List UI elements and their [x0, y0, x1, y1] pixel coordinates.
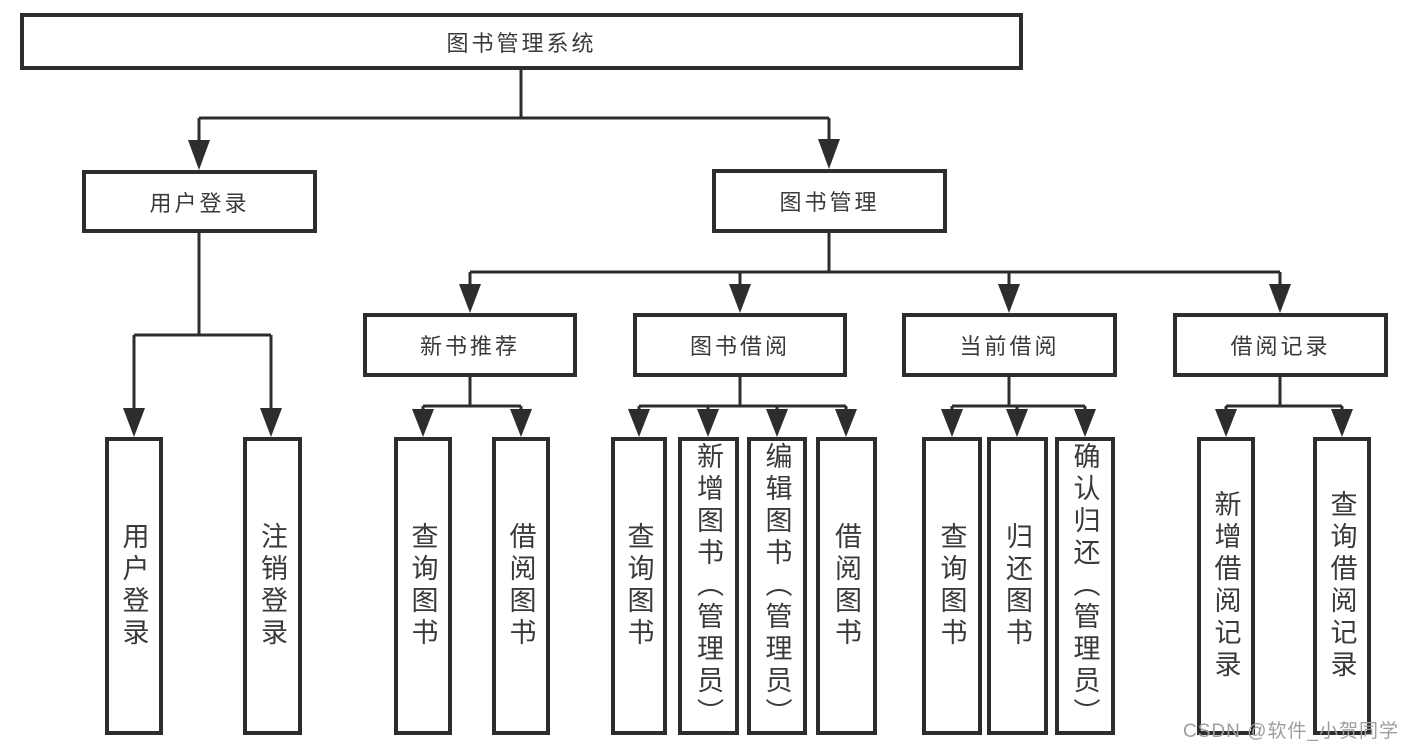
arrowhead — [1269, 284, 1291, 313]
node-user-login: 用户登录 — [82, 170, 317, 233]
edge-borrowrecord-to-children — [1224, 377, 1344, 412]
edge-bookborrow-to-children — [637, 377, 848, 412]
arrowhead — [459, 284, 481, 313]
edge-bookmgmt-to-level2 — [468, 233, 1282, 287]
arrowhead — [1006, 409, 1028, 437]
arrowhead — [1215, 409, 1237, 437]
node-leaf-borrow-book-2: 借阅图书 — [816, 437, 877, 735]
node-leaf-confirm-return-admin: 确认归还（管理员） — [1055, 437, 1115, 735]
node-leaf-query-borrow-record: 查询借阅记录 — [1313, 437, 1371, 735]
node-leaf-return-book: 归还图书 — [987, 437, 1048, 735]
arrowhead — [628, 409, 650, 437]
node-leaf-borrow-book-1: 借阅图书 — [492, 437, 550, 735]
node-new-book-recommend: 新书推荐 — [363, 313, 577, 377]
arrowhead — [510, 409, 532, 437]
node-leaf-query-book-2: 查询图书 — [611, 437, 667, 735]
node-leaf-add-book-admin: 新增图书（管理员） — [678, 437, 739, 735]
arrowhead — [188, 140, 210, 170]
edge-userlogin-to-children — [132, 233, 273, 412]
arrowhead — [123, 408, 145, 437]
node-leaf-query-book-1: 查询图书 — [394, 437, 452, 735]
arrowhead — [998, 284, 1020, 313]
node-leaf-user-login: 用户登录 — [105, 437, 163, 735]
arrowhead — [766, 409, 788, 437]
arrowhead — [835, 409, 857, 437]
arrowhead — [729, 284, 751, 313]
node-book-borrow: 图书借阅 — [633, 313, 847, 377]
arrowhead — [260, 408, 282, 437]
edge-currentborrow-to-children — [950, 377, 1087, 412]
arrowhead — [941, 409, 963, 437]
node-library-management-system: 图书管理系统 — [20, 13, 1023, 70]
node-leaf-logout: 注销登录 — [243, 437, 302, 735]
arrowhead — [412, 409, 434, 437]
arrowhead — [1331, 409, 1353, 437]
node-borrow-record: 借阅记录 — [1173, 313, 1388, 377]
arrowhead — [818, 139, 840, 169]
edge-root-to-level1 — [197, 70, 831, 142]
arrowhead — [1074, 409, 1096, 437]
node-current-borrow: 当前借阅 — [902, 313, 1117, 377]
node-leaf-edit-book-admin: 编辑图书（管理员） — [747, 437, 807, 735]
arrowhead — [697, 409, 719, 437]
watermark-text: CSDN @软件_小贺同学 — [1183, 721, 1399, 742]
edge-newbookrec-to-children — [421, 377, 523, 412]
node-leaf-add-borrow-record: 新增借阅记录 — [1197, 437, 1255, 735]
node-leaf-query-book-3: 查询图书 — [922, 437, 982, 735]
node-book-management: 图书管理 — [712, 169, 947, 233]
